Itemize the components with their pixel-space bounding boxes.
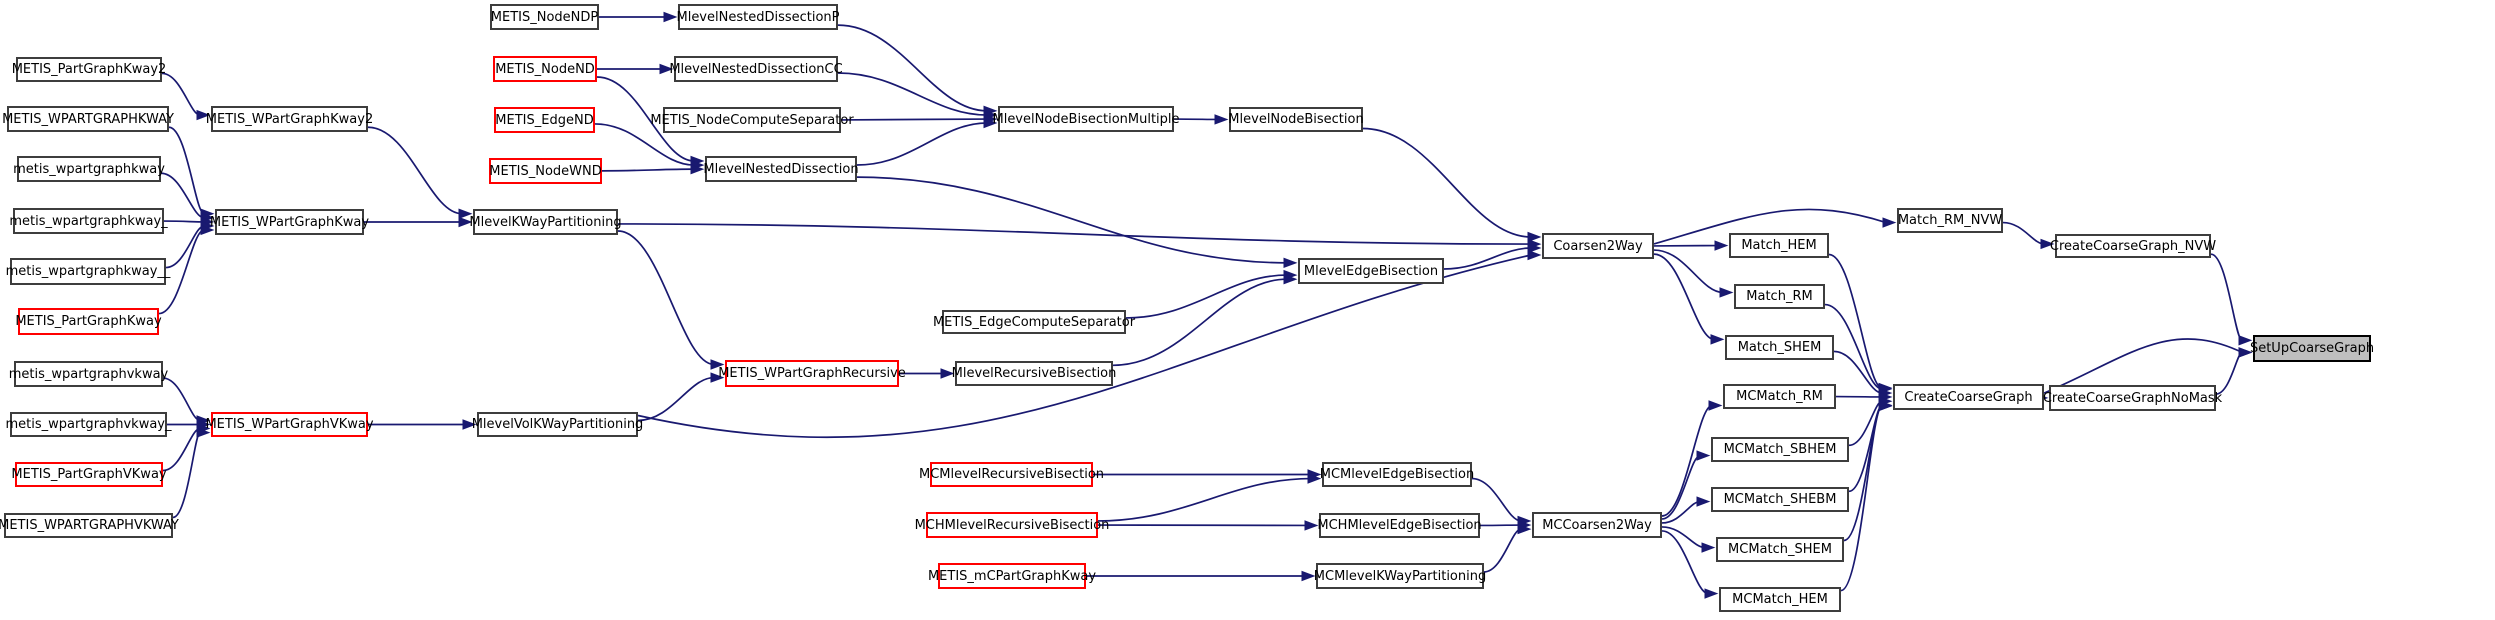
node-mlevelnodebisection[interactable]: MlevelNodeBisection	[1228, 107, 1364, 132]
node-metis-partgraphkway[interactable]: METIS_PartGraphKway	[15, 308, 162, 335]
node-mcmlevelrecursivebisection[interactable]: MCMlevelRecursiveBisection	[919, 462, 1104, 487]
node-mlevelnesteddissectioncc[interactable]: MlevelNestedDissectionCC	[669, 56, 843, 82]
node-metis-wpartgraphkway[interactable]: METIS_WPARTGRAPHKWAY	[2, 106, 174, 132]
node-metis-wpartgraphvkway[interactable]: METIS_WPARTGRAPHVKWAY	[0, 513, 179, 538]
node-mlevelnesteddissectionp[interactable]: MlevelNestedDissectionP	[676, 4, 840, 30]
node-metis-wpartgraphkway--[interactable]: metis_wpartgraphkway__	[6, 258, 170, 285]
node-metis-wpartgraphrecursive[interactable]: METIS_WPartGraphRecursive	[718, 360, 906, 387]
node-createcoarsegraph[interactable]: CreateCoarseGraph	[1893, 384, 2044, 410]
node-metis-wpartgraphvkway[interactable]: metis_wpartgraphvkway	[9, 361, 168, 387]
node-metis-mcpartgraphkway[interactable]: METIS_mCPartGraphKway	[928, 563, 1096, 589]
node-metis-nodecomputeseparator[interactable]: METIS_NodeComputeSeparator	[650, 107, 854, 133]
node-mcmatch-rm[interactable]: MCMatch_RM	[1723, 384, 1836, 409]
node-metis-wpartgraphvkway[interactable]: METIS_WPartGraphVKway	[205, 412, 374, 437]
node-mlevelrecursivebisection[interactable]: MlevelRecursiveBisection	[952, 361, 1116, 386]
node-metis-edgend[interactable]: METIS_EdgeND	[494, 107, 595, 133]
node-match-rm-nvw[interactable]: Match_RM_NVW	[1897, 208, 2003, 233]
node-mlevelkwaypartitioning[interactable]: MlevelKWayPartitioning	[469, 209, 622, 235]
node-coarsen2way[interactable]: Coarsen2Way	[1542, 233, 1654, 259]
node-mlevelnesteddissection[interactable]: MlevelNestedDissection	[703, 156, 859, 182]
node-match-rm[interactable]: Match_RM	[1734, 284, 1825, 309]
node-metis-wpartgraphkway[interactable]: metis_wpartgraphkway	[13, 156, 165, 182]
node-mchmlevelrecursivebisection[interactable]: MCHMlevelRecursiveBisection	[915, 512, 1109, 538]
node-metis-nodendp[interactable]: METIS_NodeNDP	[490, 4, 599, 30]
node-mcmlevelkwaypartitioning[interactable]: MCMlevelKWayPartitioning	[1314, 563, 1486, 589]
node-match-hem[interactable]: Match_HEM	[1729, 233, 1829, 258]
node-match-shem[interactable]: Match_SHEM	[1725, 335, 1834, 360]
node-mcmatch-shem[interactable]: MCMatch_SHEM	[1716, 537, 1844, 562]
node-createcoarsegraphnomask[interactable]: CreateCoarseGraphNoMask	[2043, 385, 2222, 411]
node-metis-partgraphkway2[interactable]: METIS_PartGraphKway2	[12, 57, 166, 82]
node-mlevelnodebisectionmultiple[interactable]: MlevelNodeBisectionMultiple	[992, 106, 1180, 132]
node-mccoarsen2way[interactable]: MCCoarsen2Way	[1532, 512, 1662, 538]
node-metis-wpartgraphkway-[interactable]: metis_wpartgraphkway_	[9, 208, 168, 234]
node-metis-wpartgraphvkway-[interactable]: metis_wpartgraphvkway_	[6, 412, 172, 437]
node-mleveledgebisection[interactable]: MlevelEdgeBisection	[1298, 258, 1444, 284]
node-metis-wpartgraphkway[interactable]: METIS_WPartGraphKway	[210, 209, 369, 235]
node-mcmleveledgebisection[interactable]: MCMlevelEdgeBisection	[1320, 462, 1474, 487]
node-metis-wpartgraphkway2[interactable]: METIS_WPartGraphKway2	[206, 106, 373, 132]
node-mcmatch-shebm[interactable]: MCMatch_SHEBM	[1711, 487, 1849, 512]
node-metis-nodend[interactable]: METIS_NodeND	[493, 56, 597, 82]
node-mcmatch-sbhem[interactable]: MCMatch_SBHEM	[1711, 437, 1849, 462]
node-metis-partgraphvkway[interactable]: METIS_PartGraphVKway	[11, 462, 167, 487]
node-metis-nodewnd[interactable]: METIS_NodeWND	[489, 158, 602, 184]
node-mcmatch-hem[interactable]: MCMatch_HEM	[1719, 587, 1841, 612]
node-setupcoarsegraph: SetUpCoarseGraph	[2250, 335, 2374, 362]
node-metis-edgecomputeseparator[interactable]: METIS_EdgeComputeSeparator	[933, 310, 1135, 334]
node-mlevelvolkwaypartitioning[interactable]: MlevelVolKWayPartitioning	[472, 412, 643, 437]
node-createcoarsegraph-nvw[interactable]: CreateCoarseGraph_NVW	[2050, 234, 2216, 258]
node-mchmleveledgebisection[interactable]: MCHMlevelEdgeBisection	[1317, 513, 1482, 538]
